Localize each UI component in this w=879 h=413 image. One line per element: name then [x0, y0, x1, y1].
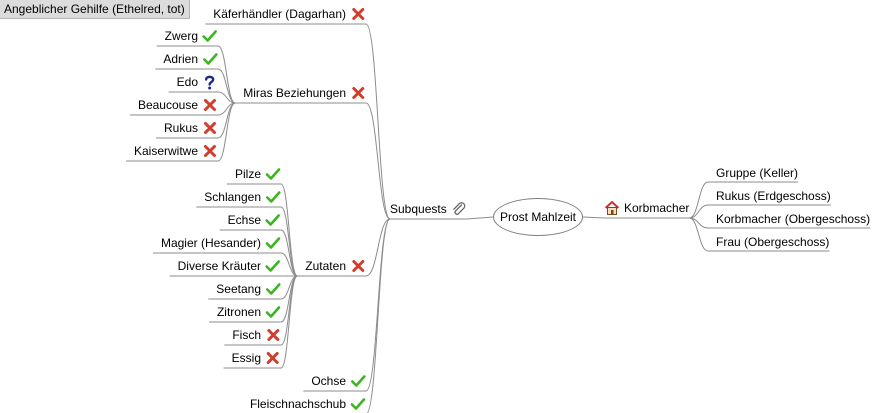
korbmacher-label: Korbmacher: [624, 201, 690, 215]
side-note-label: Angeblicher Gehilfe (Ethelred, tot): [4, 2, 185, 16]
leaf-essig[interactable]: Essig: [232, 350, 281, 366]
leaf-label: Zwerg: [164, 29, 198, 43]
leaf-edo[interactable]: Edo: [177, 74, 218, 90]
branch-label: Miras Beziehungen: [243, 86, 346, 100]
leaf-label: Schlangen: [204, 190, 261, 204]
leaf-echse[interactable]: Echse: [228, 212, 281, 228]
check-icon: [265, 235, 281, 251]
leaf-pilze[interactable]: Pilze: [235, 166, 281, 182]
side-note[interactable]: Angeblicher Gehilfe (Ethelred, tot): [0, 0, 190, 19]
leaf-fisch[interactable]: Fisch: [232, 327, 281, 343]
check-icon: [265, 304, 281, 320]
leaf-label: Essig: [231, 351, 261, 365]
branch-zutaten[interactable]: Zutaten: [305, 258, 366, 274]
korbmacher-node[interactable]: Korbmacher: [604, 200, 689, 216]
branch-label: Fleischnachschub: [249, 397, 346, 411]
leaf-label: Magier (Hesander): [160, 236, 261, 250]
leaf-label: Frau (Obergeschoss): [716, 235, 830, 249]
check-icon: [265, 281, 281, 297]
leaf-diverse-kraeuter[interactable]: Diverse Kräuter: [178, 258, 281, 274]
leaf-zwerg[interactable]: Zwerg: [165, 28, 218, 44]
branch-label: Ochse: [311, 374, 346, 388]
house-icon: [604, 200, 620, 216]
check-icon: [202, 28, 218, 44]
cross-icon: [350, 258, 366, 274]
cross-icon: [202, 120, 218, 136]
paperclip-icon: [451, 201, 467, 217]
leaf-frau-obergeschoss[interactable]: Frau (Obergeschoss): [716, 235, 829, 249]
leaf-gruppe-keller[interactable]: Gruppe (Keller): [716, 166, 798, 180]
leaf-label: Beaucouse: [137, 98, 198, 112]
root-label: Prost Mahlzeit: [499, 210, 577, 224]
leaf-label: Seetang: [216, 282, 261, 296]
leaf-rukus[interactable]: Rukus: [164, 120, 218, 136]
leaf-label: Kaiserwitwe: [133, 144, 198, 158]
leaf-kaiserwitwe[interactable]: Kaiserwitwe: [134, 143, 218, 159]
check-icon: [265, 189, 281, 205]
leaf-label: Korbmacher (Obergeschoss): [716, 212, 871, 226]
leaf-label: Diverse Kräuter: [177, 259, 261, 273]
check-icon: [202, 51, 218, 67]
check-icon: [265, 212, 281, 228]
cross-icon: [202, 97, 218, 113]
cross-icon: [265, 350, 281, 366]
cross-icon: [202, 143, 218, 159]
cross-icon: [350, 6, 366, 22]
leaf-label: Echse: [227, 213, 261, 227]
question-icon: [202, 74, 218, 90]
branch-miras-beziehungen[interactable]: Miras Beziehungen: [243, 85, 366, 101]
check-icon: [350, 373, 366, 389]
leaf-label: Pilze: [234, 167, 261, 181]
branch-fleischnachschub[interactable]: Fleischnachschub: [250, 396, 366, 412]
leaf-korbmacher-obergeschoss[interactable]: Korbmacher (Obergeschoss): [716, 212, 870, 226]
leaf-beaucouse[interactable]: Beaucouse: [138, 97, 218, 113]
leaf-label: Zitronen: [216, 305, 261, 319]
leaf-label: Adrien: [163, 52, 198, 66]
branch-ochse[interactable]: Ochse: [311, 373, 366, 389]
leaf-magier[interactable]: Magier (Hesander): [161, 235, 281, 251]
leaf-rukus-erdgeschoss[interactable]: Rukus (Erdgeschoss): [716, 189, 831, 203]
leaf-adrien[interactable]: Adrien: [163, 51, 218, 67]
leaf-label: Rukus: [163, 121, 198, 135]
check-icon: [265, 166, 281, 182]
cross-icon: [350, 85, 366, 101]
leaf-label: Fisch: [232, 328, 261, 342]
check-icon: [265, 258, 281, 274]
leaf-zitronen[interactable]: Zitronen: [217, 304, 281, 320]
leaf-label: Rukus (Erdgeschoss): [716, 189, 831, 203]
leaf-label: Gruppe (Keller): [716, 166, 799, 180]
subquests-label: Subquests: [390, 202, 447, 216]
branch-kaeferhaendler[interactable]: Käferhändler (Dagarhan): [213, 6, 366, 22]
leaf-seetang[interactable]: Seetang: [216, 281, 281, 297]
check-icon: [350, 396, 366, 412]
subquests-node[interactable]: Subquests: [390, 201, 467, 217]
cross-icon: [265, 327, 281, 343]
leaf-label: Edo: [176, 75, 198, 89]
root-node[interactable]: Prost Mahlzeit: [493, 198, 583, 236]
leaf-schlangen[interactable]: Schlangen: [204, 189, 281, 205]
branch-label: Käferhändler (Dagarhan): [213, 7, 346, 21]
branch-label: Zutaten: [305, 259, 346, 273]
